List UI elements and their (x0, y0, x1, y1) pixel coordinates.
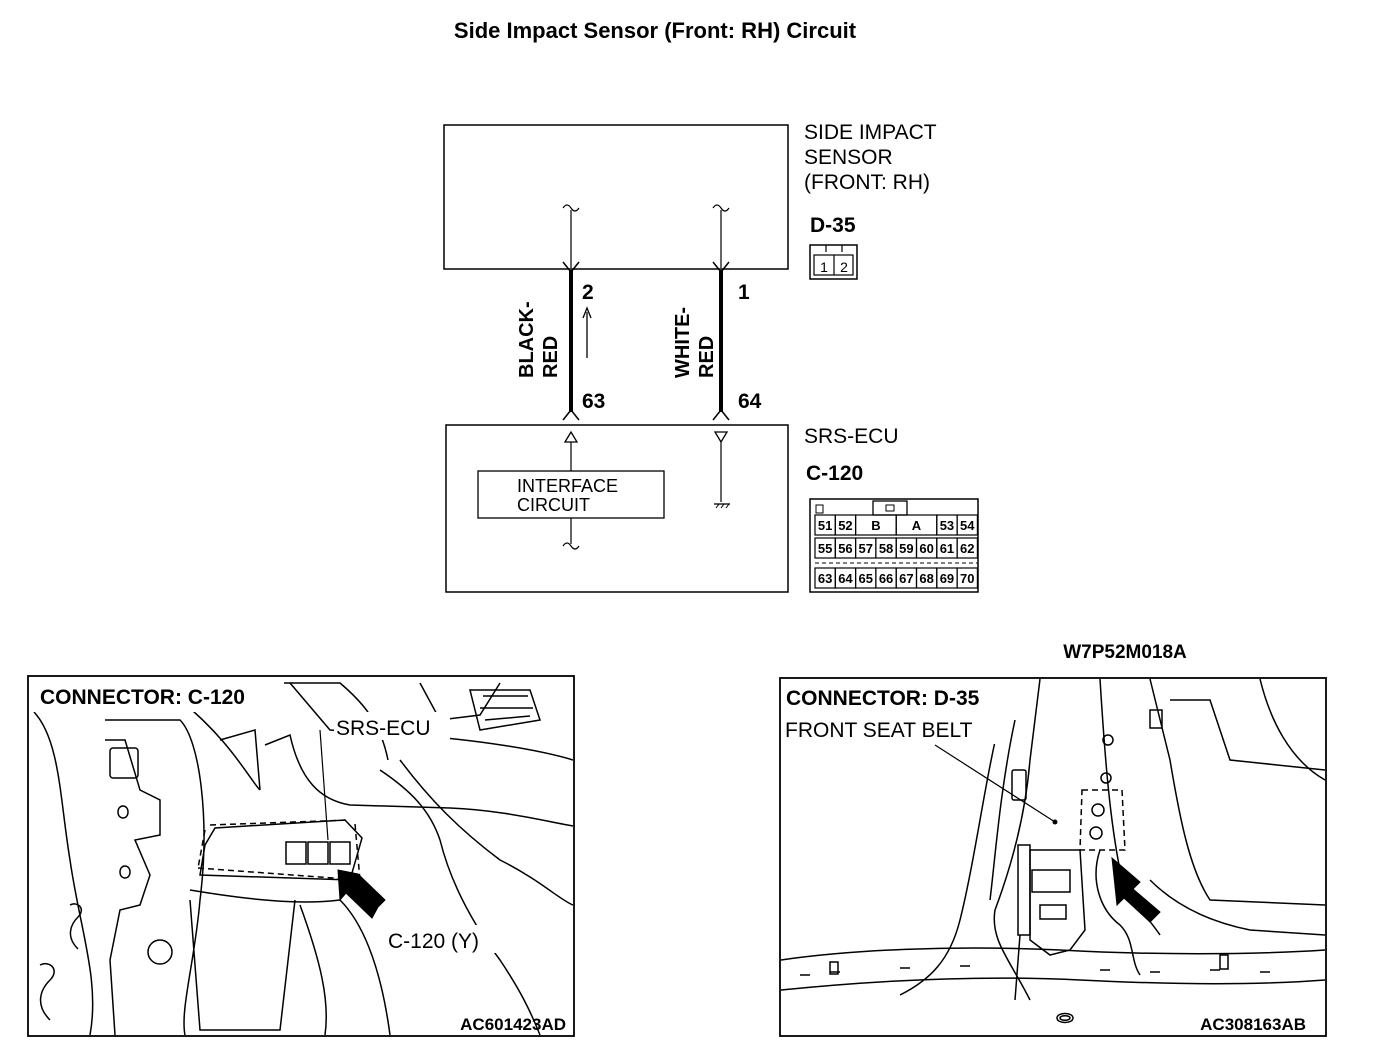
d35-connector-icon: 1 2 (809, 244, 858, 280)
c120-pin-51: 51 (818, 518, 832, 533)
sensor-name-line-1: SIDE IMPACT (804, 121, 937, 144)
sensor-connector-id: D-35 (810, 214, 856, 237)
c120-pin-52: 52 (838, 518, 852, 533)
sensor-name-line-3: (FRONT: RH) (804, 171, 930, 194)
ecu-box (445, 424, 789, 593)
connector-d35-view: CONNECTOR: D-35 FRONT SEAT BELT AC308163… (779, 677, 1327, 1037)
c120-pin-65: 65 (859, 571, 873, 586)
c120-pin-57: 57 (859, 541, 873, 556)
interface-line-2: CIRCUIT (517, 495, 590, 515)
c120-pin-70: 70 (960, 571, 974, 586)
wire1-color-line-1: BLACK- (516, 301, 538, 378)
c120-pin-63: 63 (818, 571, 832, 586)
diagram-title: Side Impact Sensor (Front: RH) Circuit (454, 18, 857, 43)
c120-view-label-connector: C-120 (Y) (388, 930, 479, 953)
c120-view-title: CONNECTOR: C-120 (40, 686, 245, 709)
c120-pin-55: 55 (818, 541, 832, 556)
d35-view-label-seat-belt: FRONT SEAT BELT (785, 719, 973, 742)
d35-pin-1: 1 (820, 259, 828, 275)
c120-pin-64: 64 (838, 571, 853, 586)
wire2-color-line-2: RED (696, 336, 718, 378)
c120-connector-face: 51 52 B A 53 54 55 56 57 58 59 60 61 62 63 64 65 66 67 68 69… (809, 498, 979, 593)
c120-pin-68: 68 (919, 571, 933, 586)
ecu-name: SRS-ECU (804, 425, 899, 448)
c120-pin-58: 58 (879, 541, 893, 556)
c120-view-code: AC601423AD (460, 1015, 566, 1034)
c120-pin-69: 69 (940, 571, 954, 586)
wire1-sensor-pin: 2 (582, 281, 594, 304)
c120-pin-A: A (912, 518, 922, 533)
figure-code: W7P52M018A (1063, 642, 1187, 663)
wire1-ecu-pin: 63 (582, 390, 605, 413)
d35-view-code: AC308163AB (1200, 1015, 1306, 1034)
ecu-connector-id: C-120 (806, 462, 863, 485)
c120-location-drawing (33, 682, 573, 1035)
sensor-name-line-2: SENSOR (804, 146, 893, 169)
c120-pin-62: 62 (960, 541, 974, 556)
interface-line-1: INTERFACE (517, 476, 618, 496)
c120-pin-67: 67 (899, 571, 913, 586)
c120-pin-53: 53 (940, 518, 954, 533)
connector-c120-view: CONNECTOR: C-120 SRS-ECU C-120 (Y) AC601… (27, 675, 575, 1037)
wire1-color-line-2: RED (540, 336, 562, 378)
c120-pin-60: 60 (919, 541, 933, 556)
sensor-box (443, 124, 789, 270)
c120-view-label-srs-ecu: SRS-ECU (336, 717, 431, 740)
wire2-color-line-1: WHITE- (672, 307, 694, 378)
c120-pin-61: 61 (940, 541, 954, 556)
wire2-ecu-pin: 64 (738, 390, 762, 413)
c120-pin-66: 66 (879, 571, 893, 586)
c120-pin-B: B (871, 518, 880, 533)
c120-pin-54: 54 (960, 518, 975, 533)
wire2-sensor-pin: 1 (738, 281, 750, 304)
c120-pointer-arrow-icon (337, 869, 386, 919)
d35-pointer-arrow-icon (1111, 856, 1161, 923)
wire-black-red (562, 261, 580, 421)
d35-pin-2: 2 (840, 259, 848, 275)
c120-pin-56: 56 (838, 541, 852, 556)
ground-icon (714, 503, 730, 509)
c120-pin-59: 59 (899, 541, 913, 556)
d35-view-title: CONNECTOR: D-35 (786, 687, 980, 710)
wire-white-red (712, 261, 730, 421)
